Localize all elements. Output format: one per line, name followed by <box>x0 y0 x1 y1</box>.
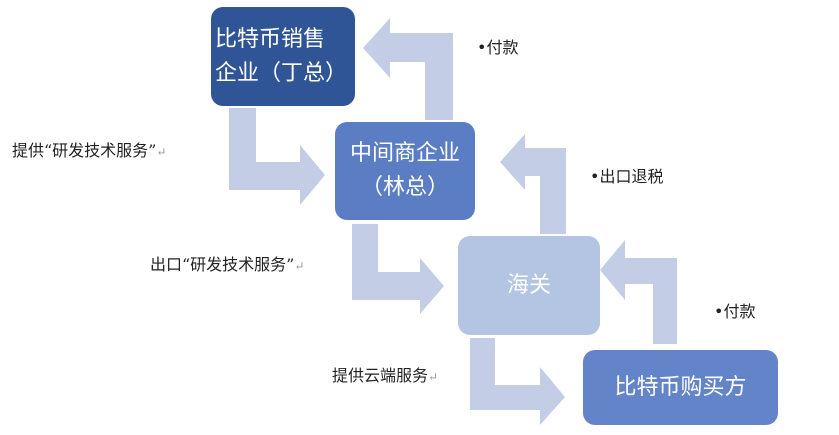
label-cloud-service: 提供云端服务↵ <box>332 362 438 386</box>
label-payment-top: •付款 <box>477 38 519 57</box>
arrow-customs-to-middleman <box>500 134 566 234</box>
label-export-rd-text: 出口“研发技术服务” <box>150 255 295 274</box>
node-seller-line2: 企业（丁总） <box>215 60 348 86</box>
node-buyer: 比特币购买方 <box>583 350 778 425</box>
return-mark-icon: ↵ <box>428 370 439 384</box>
arrow-seller-to-middleman <box>229 108 325 205</box>
label-payment-bottom: •付款 <box>714 302 756 321</box>
node-seller: 比特币销售 企业（丁总） <box>211 7 355 106</box>
arrow-middleman-to-customs <box>352 224 444 314</box>
arrow-customs-to-buyer <box>470 338 565 425</box>
node-customs: 海关 <box>458 236 600 335</box>
label-provide-rd-text: 提供“研发技术服务” <box>12 141 157 160</box>
node-middleman: 中间商企业 （林总） <box>335 122 475 220</box>
node-middleman-line1: 中间商企业 <box>349 141 460 166</box>
arrow-buyer-to-customs <box>600 240 677 344</box>
node-buyer-label: 比特币购买方 <box>614 374 747 400</box>
label-provide-rd: 提供“研发技术服务”↵ <box>12 137 166 161</box>
node-customs-label: 海关 <box>506 272 551 298</box>
return-mark-icon: ↵ <box>294 259 305 273</box>
label-export-rd: 出口“研发技术服务”↵ <box>150 251 304 275</box>
node-seller-line1: 比特币销售 <box>215 26 326 52</box>
label-cloud-service-text: 提供云端服务 <box>332 366 429 385</box>
return-mark-icon: ↵ <box>156 145 167 159</box>
arrow-middleman-to-seller <box>363 18 453 120</box>
label-export-rebate: •出口退税 <box>590 167 664 186</box>
node-middleman-line2: （林总） <box>360 175 449 200</box>
